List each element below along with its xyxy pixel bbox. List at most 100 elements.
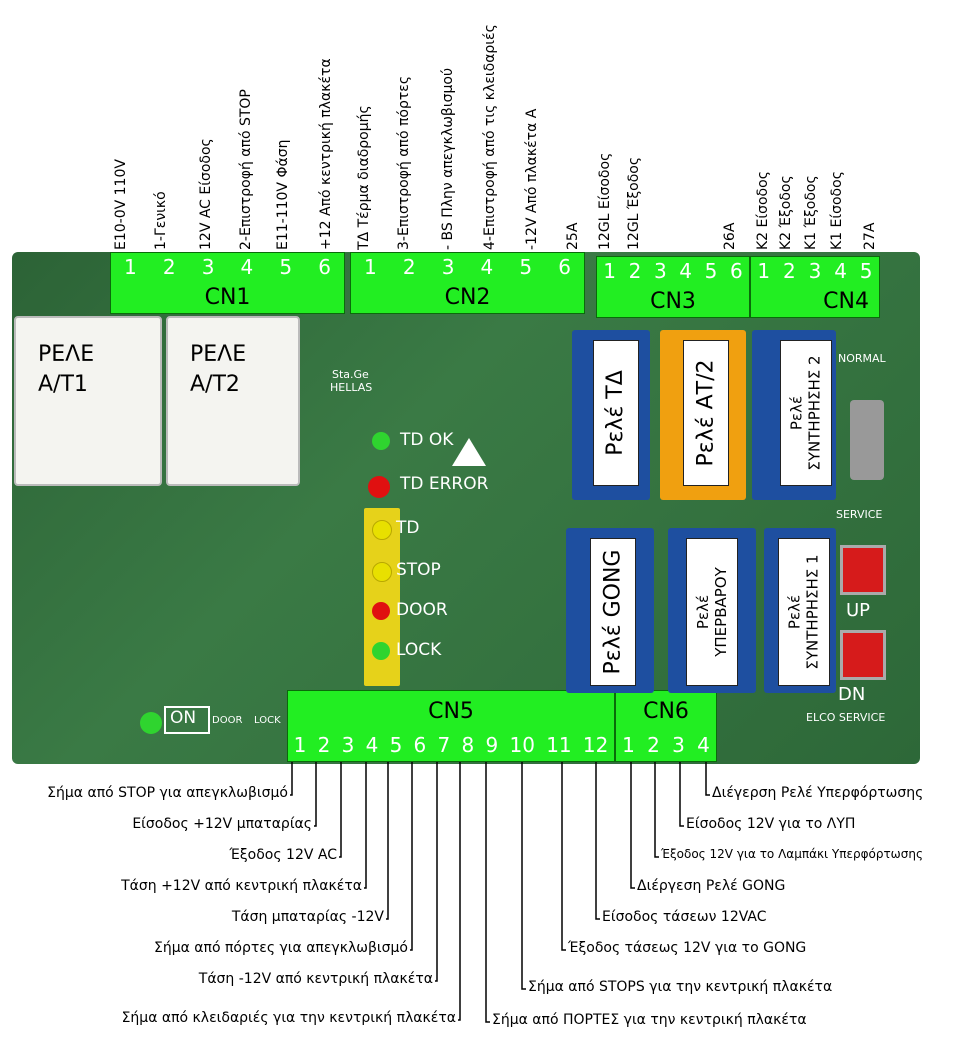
leader-line — [458, 762, 461, 1021]
cn2-pin-2: 2 — [402, 255, 416, 279]
led-lock-label: LOCK — [396, 640, 442, 660]
cn2-pin-4: 4 — [480, 255, 494, 279]
board-lock: LOCK — [254, 715, 281, 726]
leader-line — [290, 762, 293, 796]
annotation-right-4: Διέργεση Ρελέ GONG — [637, 878, 786, 894]
leader-line — [521, 762, 526, 990]
annotation-left-5: Τάση μπαταρίας -12V — [231, 909, 384, 925]
cn3-pin-6: 6 — [729, 259, 743, 283]
board-serv: SERVICE — [836, 508, 883, 521]
leader-line — [705, 762, 710, 796]
cn5-pin-3: 3 — [341, 733, 355, 757]
cn4-pin-3: 3 — [808, 259, 822, 283]
cn3-pin-3: 3 — [653, 259, 667, 283]
label-relay-at2: Ρελέ ΑΤ/2 — [683, 340, 729, 486]
relay-at2-line1: ΡΕΛΕ — [190, 342, 247, 367]
leader-line — [386, 762, 389, 920]
leader-line — [630, 762, 635, 889]
led-td-ok-label: TD OK — [400, 430, 454, 450]
cn5-pin-4: 4 — [365, 733, 379, 757]
dn-button[interactable] — [840, 630, 886, 680]
cn6-pin-1: 1 — [622, 733, 635, 757]
led-on — [140, 712, 162, 734]
dn-button-label: DN — [838, 684, 866, 705]
cn3-pin-5: 5 — [704, 259, 718, 283]
cn5-pin-11: 11 — [546, 733, 572, 757]
cn6-pin-4: 4 — [697, 733, 710, 757]
led-on-box — [164, 706, 210, 734]
label-relay-gong: Ρελέ GONG — [590, 538, 636, 686]
cn1-pin-1: 1 — [124, 255, 137, 279]
cn5-pin-6: 6 — [413, 733, 427, 757]
leader-line — [410, 762, 413, 951]
leader-line — [654, 762, 659, 858]
cn4-pin-4: 4 — [834, 259, 847, 283]
cn4-name: CN4 — [823, 289, 869, 314]
relay-at1-line2: Α/Τ1 — [38, 372, 88, 397]
led-td-error — [368, 476, 390, 498]
cn5-name: CN5 — [428, 699, 474, 724]
cn5-pin-2: 2 — [317, 733, 331, 757]
warning-icon — [452, 438, 486, 466]
cn3-pin-2: 2 — [628, 259, 642, 283]
cn4-pin-1: 1 — [757, 259, 771, 283]
cn3-pin-4: 4 — [679, 259, 693, 283]
cn5-pin-10: 10 — [509, 733, 535, 757]
cn3-name: CN3 — [650, 289, 696, 314]
annotation-right-1: Διέγερση Ρελέ Υπερφόρτωσης — [712, 785, 924, 801]
annotation-left-8: Σήμα από κλειδαριές για την κεντρική πλα… — [121, 1010, 456, 1026]
leader-line — [314, 762, 317, 827]
cn2-pin-6: 6 — [558, 255, 571, 279]
annotation-right-8: Σήμα από ΠΟΡΤΕΣ για την κεντρική πλακέτα — [492, 1012, 807, 1028]
annotation-left-6: Σήμα από πόρτες για απεγκλωβισμό — [153, 940, 408, 956]
toggle-switch[interactable] — [850, 400, 884, 480]
cn4-pin-5: 5 — [859, 259, 873, 283]
cn5-pin-12: 12 — [582, 733, 609, 757]
cn1-pin-2: 2 — [162, 255, 176, 279]
cn2-pin-3: 3 — [441, 255, 455, 279]
cn6-pin-2: 2 — [647, 733, 660, 757]
cn6-name: CN6 — [643, 699, 689, 724]
led-stop-label: STOP — [396, 560, 441, 580]
annotation-left-2: Είσοδος +12V μπαταρίας — [132, 816, 312, 832]
led-stop — [372, 562, 392, 582]
leader-line — [679, 762, 684, 827]
led-on-label: ON — [170, 708, 197, 728]
cn1-pin-3: 3 — [201, 255, 215, 279]
led-td — [372, 520, 392, 540]
cn5-pin-7: 7 — [437, 733, 451, 757]
cn5-pin-1: 1 — [293, 733, 307, 757]
cn1-pin-5: 5 — [279, 255, 293, 279]
cn1-pin-6: 6 — [318, 255, 331, 279]
cn5-pin-5: 5 — [389, 733, 403, 757]
led-door-label: DOOR — [396, 600, 448, 620]
cn2-pin-5: 5 — [519, 255, 533, 279]
leader-line — [595, 762, 600, 920]
board-normal: NORMAL — [838, 352, 886, 365]
cn3-pin-1: 1 — [603, 259, 617, 283]
led-td-error-label: TD ERROR — [400, 474, 489, 494]
cn5-pin-9: 9 — [485, 733, 499, 757]
leader-line — [485, 762, 490, 1023]
annotation-left-7: Τάση -12V από κεντρική πλακέτα — [198, 971, 433, 987]
leader-line — [561, 762, 566, 951]
up-button[interactable] — [840, 545, 886, 595]
cn2-name: CN2 — [444, 285, 491, 310]
